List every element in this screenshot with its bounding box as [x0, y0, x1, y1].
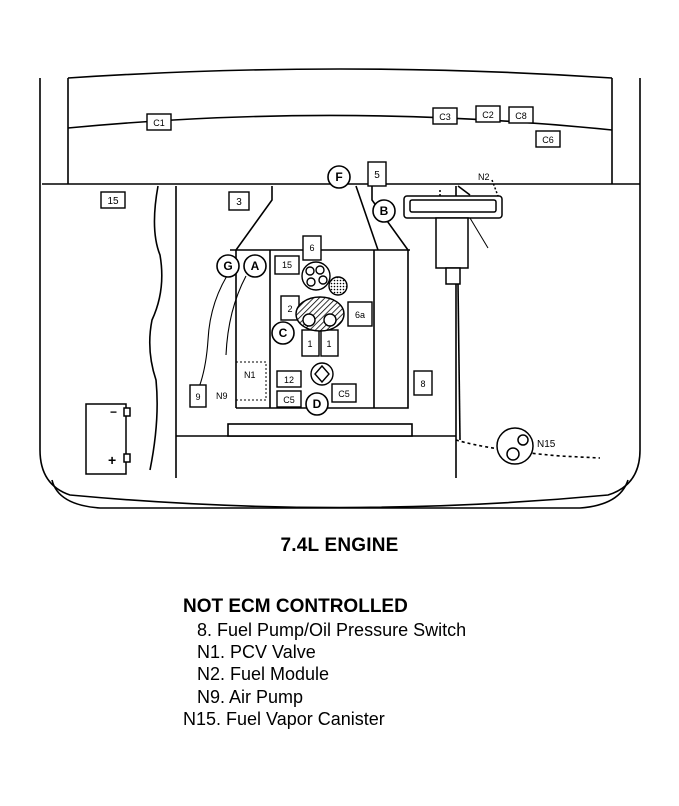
- connector-c8: [508, 106, 534, 124]
- n15-hose: [457, 283, 461, 441]
- fuel-vapor-canister-n15: [496, 427, 534, 465]
- connector-c5b-box: [331, 383, 357, 403]
- fuel-module-n2: [403, 179, 503, 285]
- legend-item: 8. Fuel Pump/Oil Pressure Switch: [197, 620, 467, 640]
- component-15-mid-label: 15: [282, 260, 292, 270]
- component-8-label: 8: [420, 379, 425, 389]
- component-3-label: 3: [236, 197, 242, 208]
- connector-c2-label: C2: [482, 110, 494, 120]
- battery-minus: −: [110, 405, 117, 419]
- letter-d: D: [313, 397, 322, 411]
- component-3-box: [228, 191, 250, 211]
- callout-n1: N1: [244, 370, 256, 380]
- legend-item: N9. Air Pump: [197, 686, 304, 707]
- letter-d-circle: [305, 392, 329, 416]
- component-12-label: 12: [284, 375, 294, 385]
- legend: NOT ECM CONTROLLED 8. Fuel Pump/Oil Pres…: [183, 596, 466, 730]
- letter-b: B: [380, 204, 389, 218]
- component-15-mid-box: [274, 255, 300, 275]
- component-5-box: [367, 161, 387, 187]
- letter-g-circle: [216, 254, 240, 278]
- component-9-label: 9: [195, 392, 200, 402]
- callout-n9: N9: [216, 391, 228, 401]
- callout-n2: N2: [478, 172, 490, 182]
- connector-c2: [475, 105, 501, 123]
- connector-c1-label: C1: [153, 118, 165, 128]
- letter-a-circle: [243, 254, 267, 278]
- battery-plus: +: [108, 452, 116, 468]
- component-15-box: [100, 191, 126, 209]
- firewall-connectors: [146, 105, 561, 148]
- left-wheel-well: [148, 185, 163, 471]
- letter-f-circle: [327, 165, 351, 189]
- component-12-box: [276, 370, 302, 388]
- component-5-label: 5: [374, 170, 380, 181]
- legend-title: NOT ECM CONTROLLED: [183, 596, 408, 617]
- connector-c6: [535, 130, 561, 148]
- component-8-box: [413, 370, 433, 396]
- component-6a-label: 6a: [355, 310, 365, 320]
- radiator: [227, 423, 413, 437]
- letter-c-circle: [271, 321, 295, 345]
- component-6a-box: [347, 301, 373, 327]
- letter-a: A: [251, 259, 260, 273]
- connector-c8-label: C8: [515, 111, 527, 121]
- component-9-box: [189, 384, 207, 408]
- connector-c6-label: C6: [542, 135, 554, 145]
- callout-n15: N15: [537, 439, 556, 450]
- connector-c5a-label: C5: [283, 395, 295, 405]
- component-6-label: 6: [309, 243, 314, 253]
- letter-b-circle: [372, 199, 396, 223]
- bumper-line: [51, 479, 629, 509]
- letter-g: G: [223, 259, 232, 273]
- diagram-caption: 7.4L ENGINE: [280, 535, 399, 556]
- connector-c3-label: C3: [439, 112, 451, 122]
- legend-item: N2. Fuel Module: [197, 664, 330, 685]
- distributor-cluster: [295, 261, 348, 386]
- cowl-top: [67, 68, 613, 79]
- letter-c: C: [279, 326, 288, 340]
- component-1a-label: 1: [307, 339, 312, 349]
- component-1b-label: 1: [326, 339, 331, 349]
- cowl-curve: [67, 114, 613, 131]
- component-15-label: 15: [107, 196, 119, 207]
- letter-f: F: [335, 170, 342, 184]
- component-6-box: [302, 235, 322, 261]
- legend-item: N15. Fuel Vapor Canister: [183, 708, 385, 729]
- connector-c5b-label: C5: [338, 389, 350, 399]
- component-2-label: 2: [287, 304, 292, 314]
- pcv-valve-n1: [235, 361, 267, 401]
- connector-c1: [146, 113, 172, 131]
- battery: [85, 403, 131, 475]
- legend-item: N1. PCV Valve: [197, 642, 316, 663]
- connector-c3: [432, 107, 458, 125]
- connector-c5a-box: [276, 390, 302, 408]
